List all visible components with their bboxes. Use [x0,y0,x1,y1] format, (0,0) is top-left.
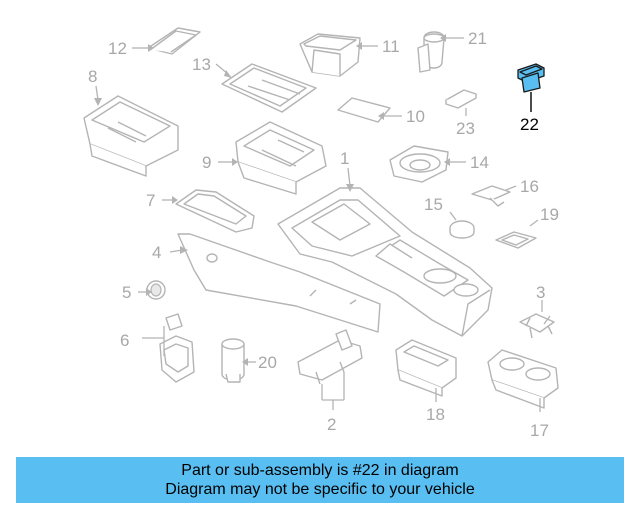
callout-4: 4 [152,243,161,262]
callout-5: 5 [122,283,131,302]
part-9[interactable]: 9 [202,121,327,195]
callout-6: 6 [120,331,129,350]
callout-15: 15 [424,195,443,214]
callout-10: 10 [406,107,425,126]
part-10[interactable]: 10 [337,97,425,126]
callout-23: 23 [456,119,475,138]
part-16[interactable]: 16 [471,177,539,207]
part-11[interactable]: 11 [299,33,400,77]
callout-3: 3 [536,283,545,302]
part-3[interactable]: 3 [519,283,555,339]
part-21[interactable]: 21 [417,29,487,73]
callout-12: 12 [108,39,127,58]
part-5[interactable]: 5 [122,280,166,302]
part-12[interactable]: 12 [108,27,201,58]
part-8[interactable]: 8 [83,67,179,177]
part-6[interactable]: 6 [120,313,195,383]
part-19[interactable]: 19 [495,205,559,249]
part-15[interactable]: 15 [424,195,475,239]
callout-17: 17 [530,421,549,440]
callout-1: 1 [340,149,349,168]
callout-8: 8 [88,67,97,86]
callout-9: 9 [202,153,211,172]
callout-7: 7 [146,191,155,210]
callout-22: 22 [520,115,539,134]
banner-line-1: Part or sub-assembly is #22 in diagram [181,462,459,479]
parts-diagram: 12 11 21 22 13 10 [83,27,559,440]
callout-2: 2 [327,415,336,434]
part-20[interactable]: 20 [221,338,277,383]
part-22-highlighted[interactable]: 22 [517,63,545,134]
callout-21: 21 [468,29,487,48]
part-2[interactable]: 2 [297,329,363,434]
callout-19: 19 [540,205,559,224]
callout-20: 20 [258,353,277,372]
callout-11: 11 [382,37,400,56]
info-banner: Part or sub-assembly is #22 in diagram D… [16,457,624,503]
part-13[interactable]: 13 [192,55,317,113]
part-7[interactable]: 7 [146,189,255,233]
part-17[interactable]: 17 [487,349,559,440]
callout-18: 18 [426,405,445,424]
part-14[interactable]: 14 [389,145,489,183]
part-4[interactable]: 4 [152,233,381,333]
banner-line-2: Diagram may not be specific to your vehi… [165,481,475,498]
callout-14: 14 [470,153,489,172]
part-23[interactable]: 23 [445,89,477,138]
callout-13: 13 [192,55,211,74]
callout-16: 16 [520,177,539,196]
part-1-center-console[interactable]: 1 [277,149,493,337]
part-18[interactable]: 18 [395,339,457,424]
